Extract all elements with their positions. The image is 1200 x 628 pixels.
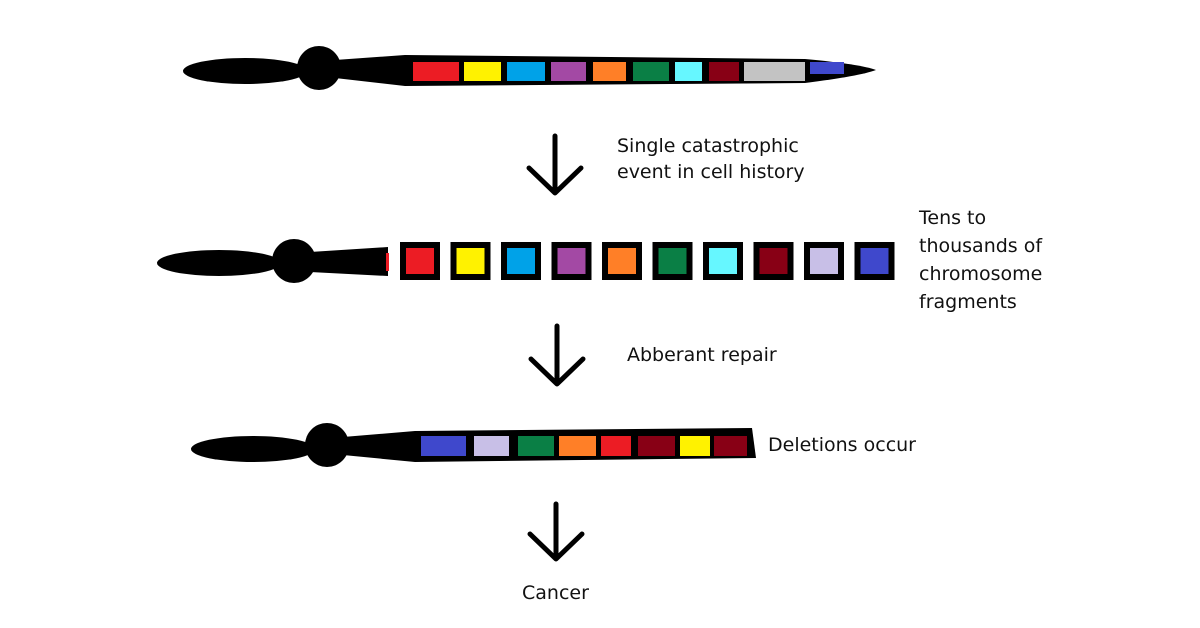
chromosome-fragment (709, 248, 737, 274)
chromosome-band (709, 62, 739, 81)
chromosome-fragment (557, 248, 586, 274)
chromosome-band (507, 62, 545, 81)
chromosome-band (638, 436, 675, 456)
chromosome-band (744, 62, 805, 81)
chromosome-band (464, 62, 501, 81)
centromere (272, 239, 316, 283)
repaired-chromosome (191, 423, 756, 467)
chromosome-band (601, 436, 631, 456)
centromere (305, 423, 349, 467)
fragments-label-line3: chromosome (919, 263, 1042, 285)
chromosome-band (714, 436, 747, 456)
chromosome-fragment (759, 248, 788, 274)
short-arm (191, 436, 315, 462)
short-arm (157, 250, 281, 276)
step1-label-line1: Single catastrophic (617, 135, 799, 157)
chromosome-band (551, 62, 586, 81)
fragments-label-line2: thousands of (919, 235, 1043, 257)
original-chromosome (183, 46, 876, 90)
chromosome-band (810, 62, 844, 74)
chromosome-fragment (507, 248, 535, 274)
chromosome-band (593, 62, 626, 81)
fragments-label-line1: Tens to (918, 207, 986, 229)
chromosome-band (518, 436, 554, 456)
chromosome-band (413, 62, 459, 81)
chromosome-band (675, 62, 702, 81)
step3-label: Deletions occur (768, 434, 916, 456)
repaired-bands (421, 436, 747, 456)
step2-label: Abberant repair (627, 344, 777, 366)
chromosome-band (474, 436, 509, 456)
chromosome-fragments (386, 242, 895, 280)
chromosome-fragment (860, 248, 889, 274)
short-arm (183, 58, 307, 84)
chromosome-fragment (810, 248, 838, 274)
arrow-down-icon (528, 323, 586, 387)
original-bands (413, 62, 844, 81)
chromosome-band (633, 62, 669, 81)
chromosome-fragment (658, 248, 687, 274)
fragment-edge (386, 253, 389, 271)
chromosome-band (680, 436, 710, 456)
step1-label-line2: event in cell history (617, 161, 805, 183)
centromere (297, 46, 341, 90)
chromosome-fragment (406, 248, 434, 274)
chromosome-band (559, 436, 596, 456)
arrow-down-icon (527, 501, 585, 562)
chromosome-fragment (608, 248, 636, 274)
outcome-label: Cancer (522, 582, 589, 604)
chromosome-fragment (456, 248, 485, 274)
arrow-down-icon (526, 133, 584, 196)
chromosome-band (421, 436, 466, 456)
fragments-label-line4: fragments (919, 291, 1017, 313)
shattered-chromosome (157, 239, 895, 283)
long-arm-stub (310, 247, 388, 276)
